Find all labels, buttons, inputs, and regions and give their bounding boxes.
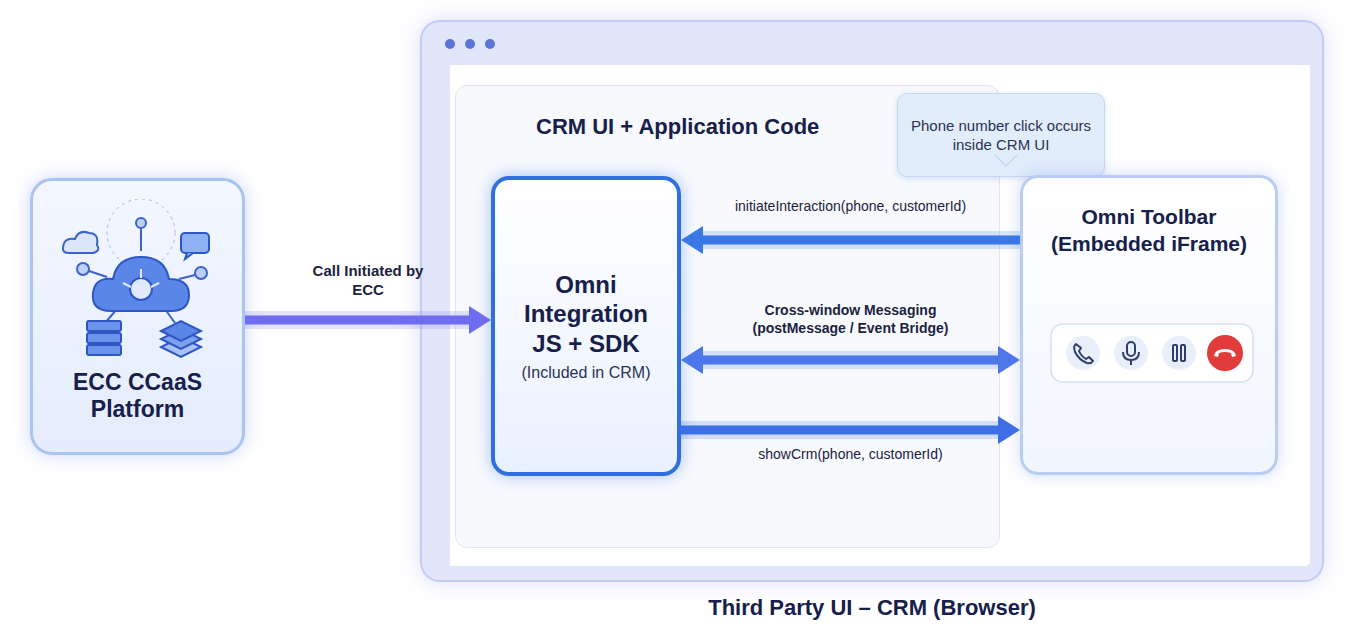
sdk-box: Omni Integration JS + SDK (Included in CR… <box>491 176 681 476</box>
flow-arrow <box>681 416 1020 444</box>
cloud-platform-icon <box>61 199 221 369</box>
edge-label: showCrm(phone, customerId) <box>758 446 942 464</box>
flow-arrow <box>245 306 491 334</box>
platform-box: ECC CCaaS Platform <box>30 178 245 455</box>
callout-tail <box>994 154 1018 168</box>
node-title: Third Party UI – CRM (Browser) <box>422 595 1322 621</box>
node-title: ECC CCaaS Platform <box>45 369 230 424</box>
browser-window: Third Party UI – CRM (Browser)CRM UI + A… <box>422 22 1322 580</box>
flow-arrow <box>681 346 1020 374</box>
node-title: Omni Toolbar (Embedded iFrame) <box>1035 204 1263 258</box>
window-dots <box>442 35 502 53</box>
node-title: CRM UI + Application Code <box>536 114 819 140</box>
node-title: Phone number click occurs inside CRM UI <box>910 116 1092 155</box>
edge-label: initiateInteraction(phone, customerId) <box>735 198 966 216</box>
flow-arrow <box>681 226 1020 254</box>
note-callout: Phone number click occurs inside CRM UI <box>897 93 1105 177</box>
edge-label: Cross-window Messaging (postMessage / Ev… <box>735 302 967 337</box>
toolbar-frame: Omni Toolbar (Embedded iFrame) <box>1020 175 1278 475</box>
edge-label: Call Initiated by ECC <box>306 262 431 300</box>
node-note: (Included in CRM) <box>507 364 665 382</box>
node-title: Omni Integration JS + SDK <box>507 270 665 358</box>
call-controls <box>1049 322 1255 384</box>
